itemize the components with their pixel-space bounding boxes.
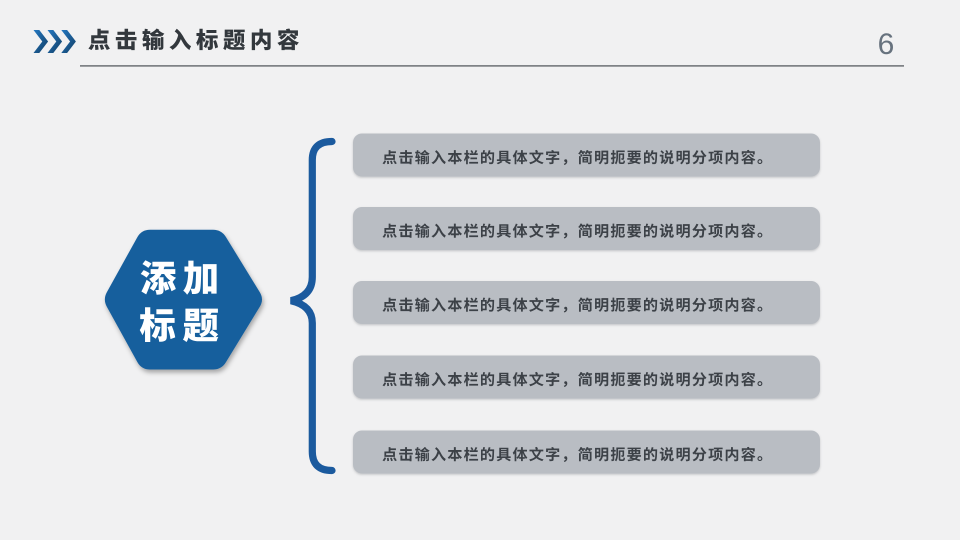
- svg-text:6: 6: [878, 28, 895, 61]
